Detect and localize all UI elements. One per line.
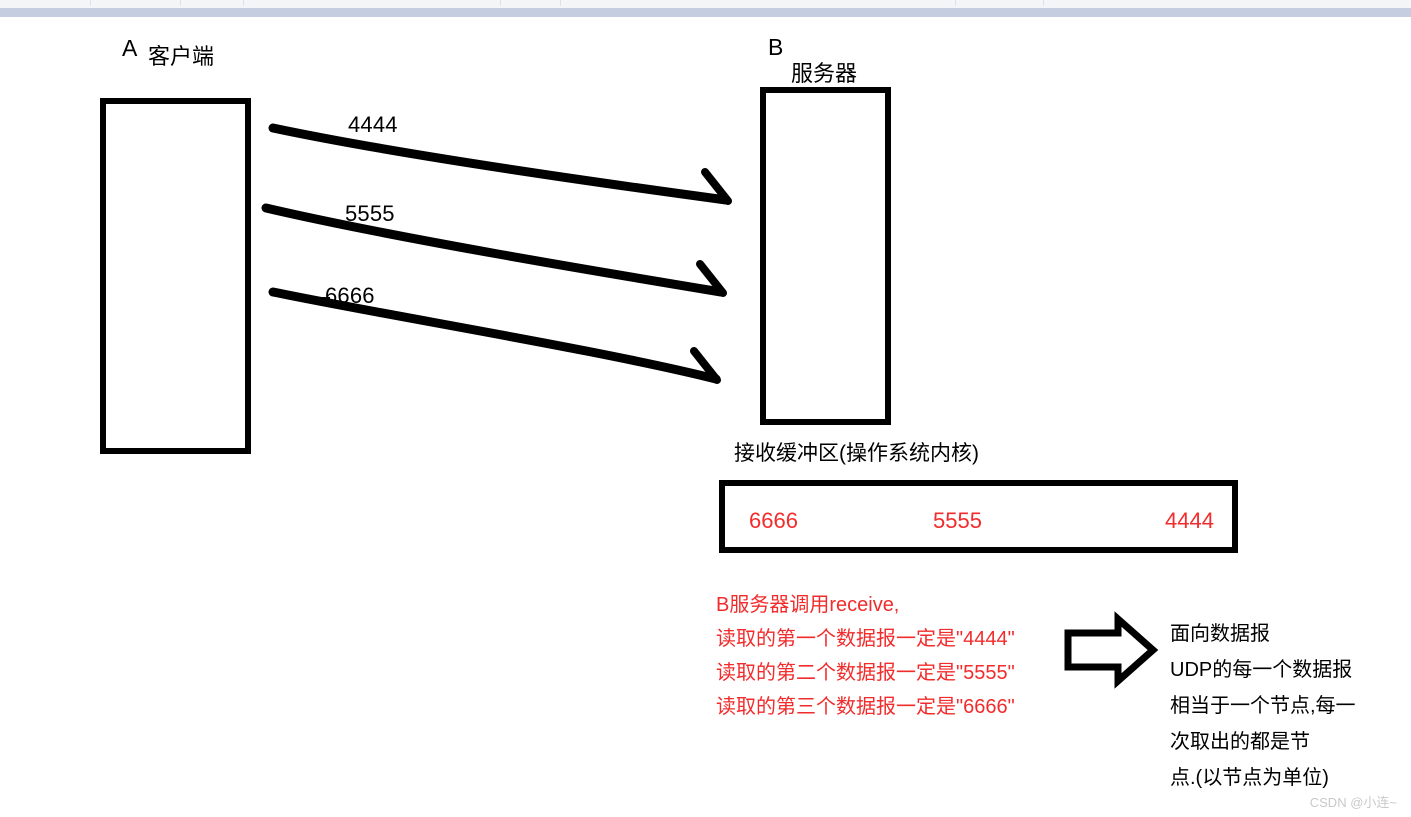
client-tag-label: A	[122, 35, 138, 61]
ruler-tick	[243, 0, 244, 6]
packet-arrow-5555	[261, 203, 727, 297]
buffer-slot-1: 5555	[933, 508, 982, 533]
receive-note-line: B服务器调用receive,	[716, 594, 900, 616]
datagram-note-line: UDP的每一个数据报	[1170, 659, 1353, 681]
buffer-title-label: 接收缓冲区(操作系统内核)	[734, 442, 979, 465]
receive-note-block: B服务器调用receive, 读取的第一个数据报一定是"4444" 读取的第二个…	[716, 588, 1056, 724]
server-tag-label: B	[768, 34, 784, 60]
packet-arrow-4444	[268, 123, 732, 205]
ruler-tick	[500, 0, 501, 6]
server-name-label: 服务器	[791, 61, 858, 86]
client-box	[100, 98, 251, 454]
buffer-slot-2: 4444	[1165, 508, 1214, 533]
receive-note-line: 读取的第二个数据报一定是"5555"	[716, 662, 1015, 684]
packet-label-6666: 6666	[325, 283, 375, 308]
block-arrow-right	[1064, 611, 1159, 689]
top-light-strip	[0, 0, 1411, 8]
ruler-tick	[180, 0, 181, 6]
ruler-tick	[90, 0, 91, 6]
datagram-note-line: 面向数据报	[1170, 623, 1270, 645]
datagram-note-line: 点.(以节点为单位)	[1170, 767, 1329, 789]
client-name-label: 客户端	[148, 44, 215, 69]
receive-buffer-box: 6666 5555 4444	[719, 480, 1238, 553]
datagram-note-block: 面向数据报 UDP的每一个数据报 相当于一个节点,每一 次取出的都是节 点.(以…	[1170, 616, 1410, 796]
receive-note-line: 读取的第三个数据报一定是"6666"	[716, 696, 1015, 718]
ruler-tick	[1043, 0, 1044, 6]
packet-label-5555: 5555	[345, 201, 395, 226]
server-box	[760, 87, 891, 425]
datagram-note-line: 次取出的都是节	[1170, 731, 1310, 753]
ruler-tick	[560, 0, 561, 6]
packet-label-4444: 4444	[348, 112, 398, 137]
datagram-note-line: 相当于一个节点,每一	[1170, 695, 1356, 717]
top-blue-strip	[0, 8, 1411, 17]
csdn-watermark: CSDN @小连~	[1309, 795, 1397, 810]
buffer-slot-0: 6666	[749, 508, 798, 533]
ruler-tick	[955, 0, 956, 6]
receive-note-line: 读取的第一个数据报一定是"4444"	[716, 628, 1015, 650]
